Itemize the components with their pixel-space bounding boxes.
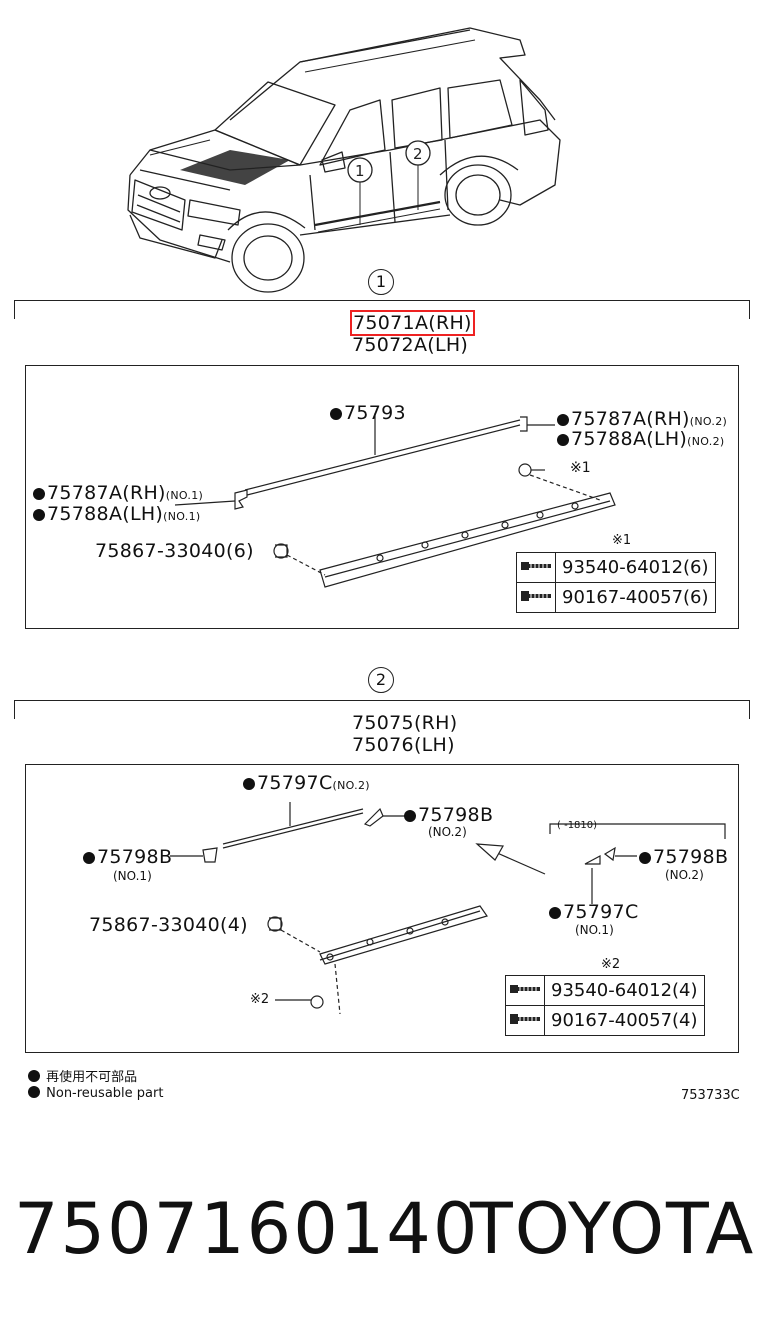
group1-bracket [14,300,750,319]
group2-no2-b-right: (NO.2) [665,868,704,882]
group1-parts-box [25,365,739,629]
group1-clip-no2-rh[interactable]: 75787A(RH)(NO.2) [557,408,727,430]
group2-note-ref: ※2 [250,992,270,1007]
group2-part-rh[interactable]: 75075(RH) [352,712,458,734]
screw-icon [516,582,556,613]
group2-no1-b-left: (NO.1) [113,869,152,883]
group1-note-ref: ※1 [570,460,591,476]
non-reusable-dot-icon [557,434,569,446]
highlighted-part-number: 75071A(RH) [350,310,475,336]
group1-molding-label[interactable]: 75793 [330,402,406,424]
group1-clip-no1-rh[interactable]: 75787A(RH)(NO.1) [33,482,203,504]
group2-screw-table: 93540-64012(4) 90167-40057(4) [505,975,705,1036]
group2-screw-note-ref: ※2 [601,957,621,972]
group1-grommet-label[interactable]: 75867-33040(6) [95,540,254,562]
legend-line1: 再使用不可部品 [28,1066,137,1085]
non-reusable-dot-icon [404,810,416,822]
group2-part-lh[interactable]: 75076(LH) [352,734,455,756]
screw-part-number[interactable]: 93540-64012(4) [544,975,705,1006]
non-reusable-dot-icon [639,852,651,864]
group1-screw-table: 93540-64012(6) 90167-40057(6) [516,552,716,613]
non-reusable-dot-icon [28,1086,40,1098]
non-reusable-dot-icon [243,778,255,790]
group1-callout: 1 [368,269,394,295]
table-row[interactable]: 93540-64012(6) [516,552,716,583]
group2-end-b-top[interactable]: 75798B [404,804,493,826]
screw-part-number[interactable]: 90167-40057(6) [555,582,716,613]
group2-date-range: ( -1810) [557,820,598,831]
screw-icon [505,1005,545,1036]
group2-end-b-left[interactable]: 75798B [83,846,172,868]
legend-line2: Non-reusable part [28,1086,163,1101]
table-row[interactable]: 93540-64012(4) [505,975,705,1006]
non-reusable-dot-icon [83,852,95,864]
screw-part-number[interactable]: 93540-64012(6) [555,552,716,583]
table-row[interactable]: 90167-40057(4) [505,1005,705,1036]
group2-strip-top[interactable]: 75797C(NO.2) [243,772,370,794]
table-row[interactable]: 90167-40057(6) [516,582,716,613]
non-reusable-dot-icon [33,488,45,500]
screw-icon [516,552,556,583]
footer-part-number: 7507160140 [14,1188,480,1270]
non-reusable-dot-icon [330,408,342,420]
group2-no1-strip-right: (NO.1) [575,923,614,937]
group2-parts-box [25,764,739,1053]
group2-bracket [14,700,750,719]
group1-parts-drawing [174,413,616,588]
group2-parts-drawing [170,802,726,1015]
group1-part-lh[interactable]: 75072A(LH) [352,334,469,356]
group1-clip-no1-lh[interactable]: 75788A(LH)(NO.1) [33,503,200,525]
svg-text:2: 2 [413,145,423,163]
group2-strip-right[interactable]: 75797C [549,901,639,923]
group1-part-rh[interactable]: 75071A(RH) [350,310,475,336]
drawing-code: 753733C [681,1088,740,1103]
group1-screw-note-ref: ※1 [612,533,632,548]
screw-icon [505,975,545,1006]
non-reusable-dot-icon [33,509,45,521]
group2-grommet-label[interactable]: 75867-33040(4) [89,914,248,936]
non-reusable-dot-icon [557,414,569,426]
screw-part-number[interactable]: 90167-40057(4) [544,1005,705,1036]
svg-text:1: 1 [355,162,365,180]
vehicle-illustration: 1 2 [127,27,561,293]
footer-brand: TOYOTA [470,1188,756,1270]
group2-callout: 2 [368,667,394,693]
non-reusable-dot-icon [549,907,561,919]
non-reusable-dot-icon [28,1070,40,1082]
group2-no2-b-top: (NO.2) [428,825,467,839]
group1-clip-no2-lh[interactable]: 75788A(LH)(NO.2) [557,428,724,450]
group2-end-b-right[interactable]: 75798B [639,846,728,868]
